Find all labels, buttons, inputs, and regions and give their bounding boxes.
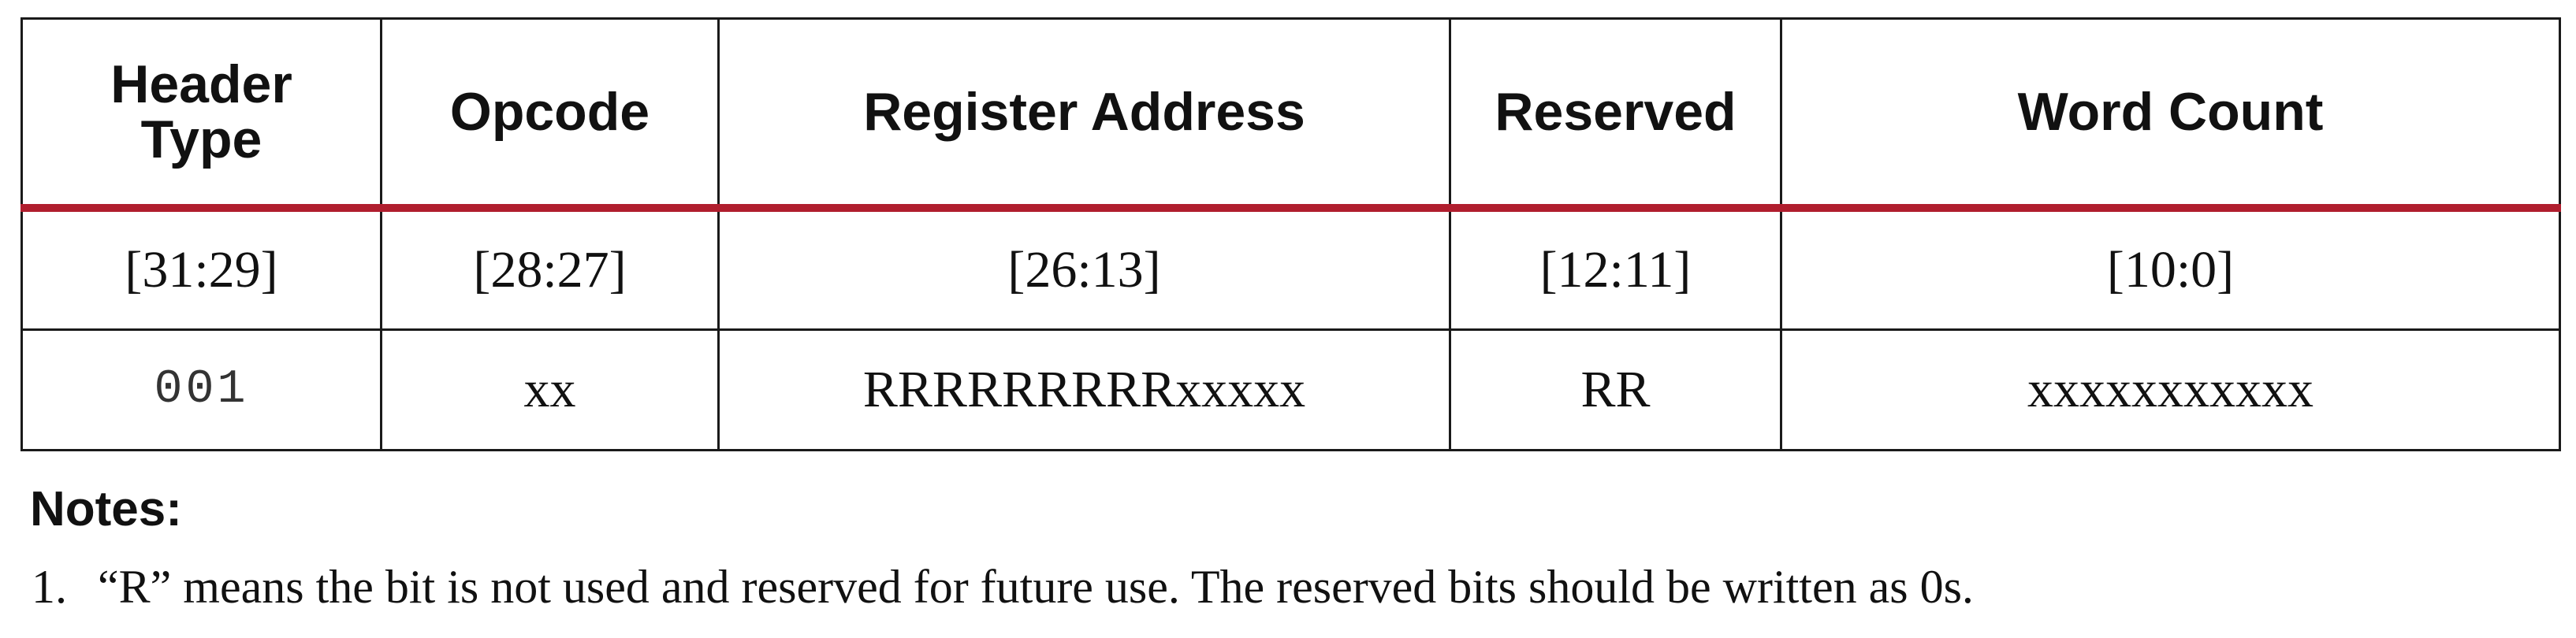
- register-address-value: RRRRRRRRRxxxxx: [717, 328, 1451, 451]
- opcode-bit-range: [28:27]: [380, 206, 720, 331]
- reserved-column-header: Reserved: [1449, 17, 1782, 212]
- note-item: 1. “R” means the bit is not used and rese…: [32, 559, 1974, 614]
- note-number: 1.: [32, 561, 67, 613]
- word-count-bit-range: [10:0]: [1780, 206, 2561, 331]
- word-count-column-header: Word Count: [1780, 17, 2561, 212]
- reserved-bit-range: [12:11]: [1449, 206, 1782, 331]
- opcode-value: xx: [380, 328, 720, 451]
- note-text: “R” means the bit is not used and reserv…: [98, 561, 1974, 613]
- packet-header-table: Header Type Opcode Register Address Rese…: [20, 17, 2561, 451]
- header-type-value: 001: [20, 328, 382, 451]
- register-address-header-label: Register Address: [863, 82, 1305, 142]
- notes-heading: Notes:: [30, 482, 182, 536]
- register-address-column-header: Register Address: [717, 17, 1451, 212]
- header-row: Header Type Opcode Register Address Rese…: [20, 17, 2561, 212]
- header-type-bit-range: [31:29]: [20, 206, 382, 331]
- word-count-value: xxxxxxxxxxx: [1780, 328, 2561, 451]
- header-type-line-2: Type: [140, 109, 262, 169]
- opcode-header-label: Opcode: [449, 82, 650, 142]
- reserved-header-label: Reserved: [1495, 82, 1737, 142]
- header-type-line-1: Header: [110, 54, 292, 114]
- opcode-column-header: Opcode: [380, 17, 720, 212]
- register-address-bit-range: [26:13]: [717, 206, 1451, 331]
- reserved-value: RR: [1449, 328, 1782, 451]
- value-row: 001 xx RRRRRRRRRxxxxx RR xxxxxxxxxxx: [20, 328, 2561, 451]
- word-count-header-label: Word Count: [2017, 82, 2324, 142]
- header-type-column-header: Header Type: [20, 17, 382, 212]
- bit-range-row: [31:29] [28:27] [26:13] [12:11] [10:0]: [20, 206, 2561, 331]
